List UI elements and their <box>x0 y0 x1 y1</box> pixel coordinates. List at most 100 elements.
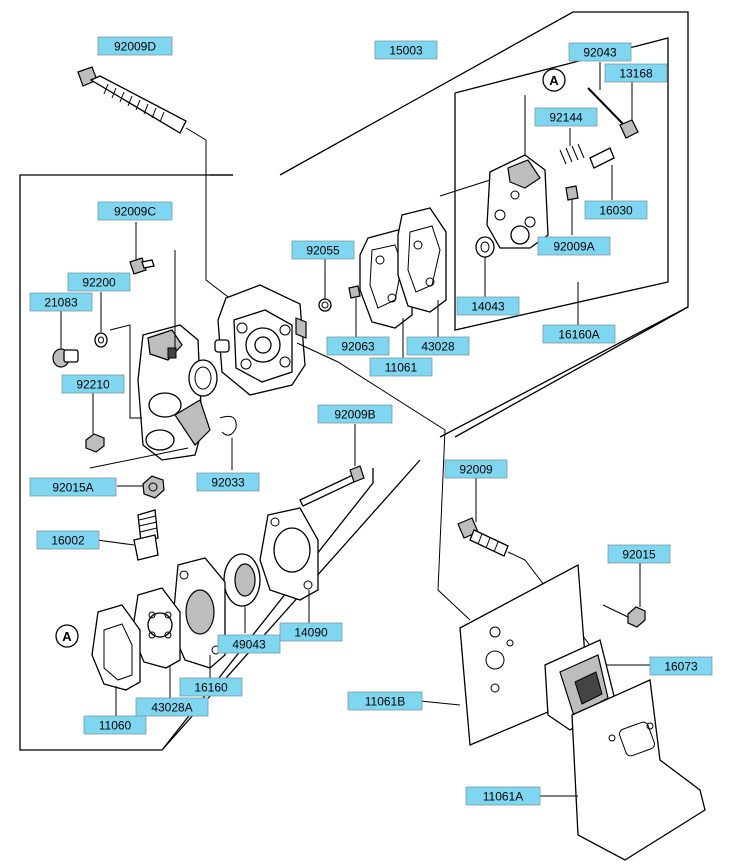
part-label-text: 11061B <box>365 695 405 709</box>
pump-cover-16160A <box>486 62 639 325</box>
part-label-43028: 43028 <box>406 336 470 356</box>
part-label-43028a: 43028A <box>135 697 209 717</box>
part-label-text: 49043 <box>232 638 266 652</box>
part-label-box <box>317 404 393 424</box>
part-label-text: 92009D <box>114 40 156 54</box>
part-label-text: 92015A <box>52 481 93 495</box>
part-label-box <box>537 236 611 256</box>
part-label-box <box>135 697 209 717</box>
part-label-text: 43028A <box>151 701 192 715</box>
part-label-text: 43028 <box>421 340 455 354</box>
callout-a-bottom: A <box>55 624 79 648</box>
part-label-box <box>29 292 93 312</box>
part-label-16160a: 16160A <box>542 324 616 344</box>
part-label-text: 13168 <box>619 67 653 81</box>
part-label-92009: 92009 <box>444 459 508 479</box>
part-label-14090: 14090 <box>279 622 343 642</box>
part-label-text: 14043 <box>471 300 505 314</box>
part-label-92009b: 92009B <box>317 404 393 424</box>
top-gaskets <box>318 179 495 358</box>
part-label-16073: 16073 <box>649 656 713 676</box>
part-label-box <box>29 477 117 497</box>
part-label-box <box>279 622 343 642</box>
part-label-box <box>291 240 355 260</box>
part-label-text: 92009C <box>114 205 156 219</box>
part-label-text: 92033 <box>211 476 245 490</box>
part-label-92033: 92033 <box>196 472 260 492</box>
part-label-16030: 16030 <box>584 200 648 220</box>
part-label-92144: 92144 <box>534 107 598 127</box>
part-label-11060: 11060 <box>83 715 147 735</box>
part-label-text: 16073 <box>664 660 698 674</box>
part-label-21083: 21083 <box>29 292 93 312</box>
part-label-text: 11061A <box>483 790 523 804</box>
part-label-box <box>534 107 598 127</box>
lower-diaphragm-parts <box>91 424 365 716</box>
part-label-box <box>465 786 541 806</box>
part-label-text: 92200 <box>82 276 116 290</box>
part-label-text: 92015 <box>622 548 656 562</box>
part-label-text: 92009B <box>334 408 375 422</box>
part-label-text: 11061 <box>385 361 418 375</box>
part-label-box <box>196 472 260 492</box>
part-label-box <box>607 544 671 564</box>
part-label-box <box>584 200 648 220</box>
part-label-text: 21083 <box>44 296 78 310</box>
part-label-15003: 15003 <box>374 40 438 60</box>
part-label-box <box>36 530 100 550</box>
part-label-14043: 14043 <box>456 296 520 316</box>
part-label-92063: 92063 <box>326 336 390 356</box>
callout-a-text: A <box>62 629 72 644</box>
part-label-text: 11060 <box>99 719 132 733</box>
part-label-text: 16160 <box>194 681 228 695</box>
part-label-16002: 16002 <box>36 530 100 550</box>
part-label-11061: 11061 <box>369 357 433 377</box>
throttle-body <box>89 250 218 469</box>
part-label-box <box>444 459 508 479</box>
part-label-text: 14090 <box>294 626 328 640</box>
part-label-box <box>406 336 470 356</box>
part-label-92055: 92055 <box>291 240 355 260</box>
part-label-92009d: 92009D <box>97 36 173 56</box>
part-label-box <box>568 42 632 62</box>
part-label-92210: 92210 <box>61 374 125 394</box>
carburetor-body <box>214 284 471 621</box>
insulator-assembly <box>409 478 706 861</box>
part-label-box <box>97 201 173 221</box>
part-label-box <box>347 691 423 711</box>
part-label-text: 92144 <box>549 111 583 125</box>
part-label-box <box>83 715 147 735</box>
part-label-11061a: 11061A <box>465 786 541 806</box>
part-label-92043: 92043 <box>568 42 632 62</box>
part-label-box <box>649 656 713 676</box>
part-label-16160: 16160 <box>179 677 243 697</box>
part-label-text: 15003 <box>389 44 423 58</box>
part-label-text: 92063 <box>341 340 375 354</box>
part-label-13168: 13168 <box>604 63 668 83</box>
part-label-92015a: 92015A <box>29 477 117 497</box>
part-label-box <box>456 296 520 316</box>
part-label-92009c: 92009C <box>97 201 173 221</box>
part-label-text: 92043 <box>583 46 617 60</box>
callout-a-text: A <box>549 73 559 88</box>
part-label-text: 92009 <box>459 463 493 477</box>
part-label-box <box>179 677 243 697</box>
part-label-text: 16002 <box>51 534 85 548</box>
part-label-text: 92055 <box>306 244 340 258</box>
part-label-box <box>604 63 668 83</box>
part-label-box <box>67 272 131 292</box>
part-label-49043: 49043 <box>217 634 281 654</box>
long-bolt-92009D <box>77 66 233 301</box>
part-label-text: 92009A <box>553 240 594 254</box>
part-label-text: 16160A <box>558 328 599 342</box>
part-label-11061b: 11061B <box>347 691 423 711</box>
part-label-box <box>369 357 433 377</box>
part-label-box <box>326 336 390 356</box>
part-label-text: 16030 <box>599 204 633 218</box>
part-label-92009a: 92009A <box>537 236 611 256</box>
part-label-92015: 92015 <box>607 544 671 564</box>
part-label-box <box>374 40 438 60</box>
left-small-parts <box>52 222 237 561</box>
